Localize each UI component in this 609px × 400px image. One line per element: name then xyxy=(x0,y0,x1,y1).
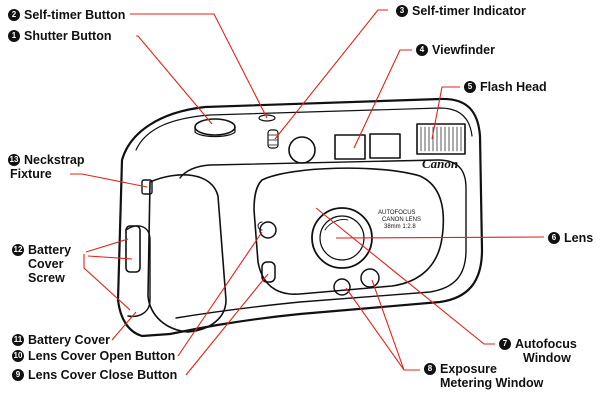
label-text-line2: Cover xyxy=(28,257,64,271)
callout-number-7: 7 xyxy=(499,338,511,350)
label-text: Flash Head xyxy=(480,80,547,94)
label-flash-head: 5 Flash Head xyxy=(464,80,547,94)
leader-battery-screw-c xyxy=(83,254,131,311)
camera-top-edge xyxy=(135,107,473,151)
callout-number-5: 5 xyxy=(464,81,476,93)
label-lens-cover-close-button: 9 Lens Cover Close Button xyxy=(12,368,177,382)
label-neckstrap-fixture: 13 Neckstrap Fixture xyxy=(8,153,84,181)
callout-number-9: 9 xyxy=(12,369,24,381)
label-text: Shutter Button xyxy=(24,29,112,43)
callout-number-3: 3 xyxy=(396,5,408,17)
label-text-line1: Autofocus xyxy=(515,337,577,351)
label-lens: 6 Lens xyxy=(548,231,593,245)
label-text-line2: Window xyxy=(523,351,571,365)
label-viewfinder: 4 Viewfinder xyxy=(416,43,495,57)
lens-text-1: AUTOFOCUS xyxy=(378,210,416,216)
leader-lens xyxy=(335,236,545,239)
label-battery-cover: 11 Battery Cover xyxy=(12,333,110,347)
label-self-timer-button: 2 Self-timer Button xyxy=(8,8,125,22)
camera-grip xyxy=(147,174,227,333)
self-timer-button-shape xyxy=(258,114,276,122)
callout-number-2: 2 xyxy=(8,9,20,21)
label-text-line2: Metering Window xyxy=(440,376,544,390)
lens-text-3: 38mm 1:2.8 xyxy=(384,224,416,230)
label-exposure-metering-window: 8 Exposure Metering Window xyxy=(424,362,543,390)
viewfinder-window-right xyxy=(369,133,401,159)
label-text-line2: Fixture xyxy=(10,167,52,181)
label-lens-cover-open-button: 10 Lens Cover Open Button xyxy=(12,349,175,363)
callout-number-11: 11 xyxy=(12,334,24,346)
flash-head-shape xyxy=(416,123,466,155)
label-text: Battery Cover xyxy=(28,333,110,347)
leader-neckstrap xyxy=(70,173,148,188)
label-text: Self-timer Indicator xyxy=(412,4,526,18)
leader-self-timer-indicator xyxy=(274,9,388,140)
callout-number-4: 4 xyxy=(416,44,428,56)
neckstrap-fixture-shape xyxy=(141,179,153,195)
leader-battery-cover xyxy=(111,311,137,341)
leader-battery-screw-b xyxy=(87,255,133,260)
leader-battery-screw-a xyxy=(85,238,129,253)
callout-number-12: 12 xyxy=(12,244,24,256)
label-text: Lens Cover Close Button xyxy=(28,368,178,382)
callout-number-6: 6 xyxy=(548,232,560,244)
leader-metering-a xyxy=(345,287,420,371)
callout-number-1: 1 xyxy=(8,30,20,42)
label-text-line1: Exposure xyxy=(440,362,497,376)
leader-self-timer-button xyxy=(130,13,268,119)
callout-number-10: 10 xyxy=(12,350,24,362)
metering-window-shape xyxy=(333,278,351,296)
leader-shutter-button xyxy=(136,35,213,125)
label-text: Viewfinder xyxy=(432,43,495,57)
label-text-line1: Neckstrap xyxy=(24,153,85,167)
brand-logo: Canon xyxy=(422,156,458,171)
camera-front-panel xyxy=(175,159,467,319)
self-timer-indicator-shape xyxy=(267,129,279,149)
leader-viewfinder xyxy=(353,49,412,149)
lens-text-2: CANON LENS xyxy=(382,217,421,223)
label-text: Lens Cover Open Button xyxy=(28,349,176,363)
leader-lens-open xyxy=(177,231,263,357)
shutter-button-shape xyxy=(194,118,236,136)
label-text-line3: Screw xyxy=(28,271,65,285)
viewfinder-window-left xyxy=(334,134,366,160)
lens-housing xyxy=(253,167,445,295)
leader-autofocus-window xyxy=(315,207,495,345)
label-text: Self-timer Button xyxy=(24,8,126,22)
label-battery-cover-screw: 12 Battery Cover Screw xyxy=(12,243,71,285)
callout-number-8: 8 xyxy=(424,363,436,375)
label-shutter-button: 1 Shutter Button xyxy=(8,29,111,43)
label-autofocus-window: 7 Autofocus Window xyxy=(499,337,577,365)
callout-number-13: 13 xyxy=(8,154,20,166)
leader-metering-b xyxy=(371,279,420,371)
autofocus-window-shape xyxy=(360,268,380,288)
battery-screw-shape xyxy=(125,225,141,273)
label-self-timer-indicator: 3 Self-timer Indicator xyxy=(396,4,526,18)
front-round-window xyxy=(288,136,316,164)
label-text: Lens xyxy=(564,231,594,245)
lens-close-button-shape xyxy=(261,261,276,283)
camera-body-outline xyxy=(116,97,484,338)
leader-lens-close xyxy=(185,273,269,376)
label-text-line1: Battery xyxy=(28,243,72,257)
leader-flash-head xyxy=(431,86,460,140)
